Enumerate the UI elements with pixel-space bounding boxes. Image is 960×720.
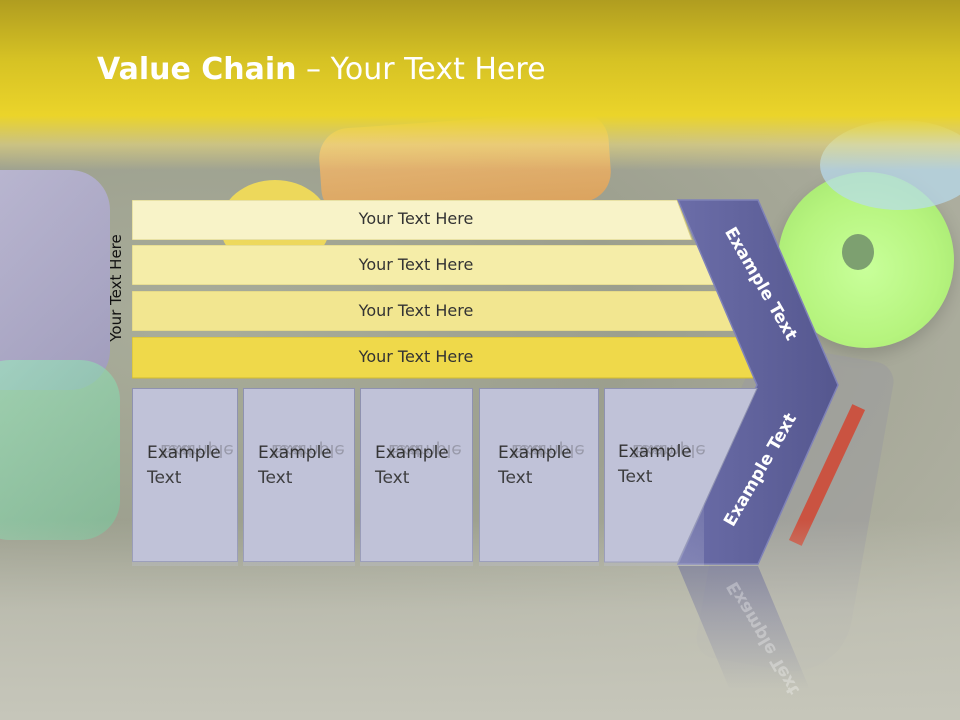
reflection-line-2: Text bbox=[271, 440, 306, 460]
box-line-1: Example bbox=[375, 443, 449, 463]
reflection-line-2: Text bbox=[160, 440, 195, 460]
box-line-2: Text bbox=[498, 468, 533, 488]
page-title-rest: – Your Text Here bbox=[296, 52, 546, 87]
chevron-shape bbox=[676, 199, 839, 565]
box-line-1: Example bbox=[498, 443, 572, 463]
box-line-2: Text bbox=[258, 468, 293, 488]
row-label: Your Text Here bbox=[358, 255, 474, 274]
reflection-line-2: Text bbox=[388, 440, 423, 460]
box-line-1: Example bbox=[258, 443, 332, 463]
box-line-2: Text bbox=[147, 468, 182, 488]
reflection-line-2: Text bbox=[632, 440, 667, 460]
chevron-reflection bbox=[678, 566, 810, 690]
button-hole-icon bbox=[842, 234, 874, 270]
page-title-bold: Value Chain bbox=[97, 52, 297, 87]
reflection-line-2: Text bbox=[511, 440, 546, 460]
background-thread-spool-purple bbox=[0, 170, 110, 390]
box-line-1: Example bbox=[147, 443, 221, 463]
row-label: Your Text Here bbox=[358, 347, 474, 366]
row-shape bbox=[132, 291, 739, 331]
background-thread-spool-green bbox=[0, 360, 120, 540]
row-shape bbox=[132, 200, 693, 240]
box-line-2: Text bbox=[375, 468, 410, 488]
row-label: Your Text Here bbox=[358, 209, 474, 228]
box-line-1: Example bbox=[618, 442, 692, 462]
box-line-2: Text bbox=[618, 467, 653, 487]
activity-box-last-shape bbox=[604, 388, 758, 563]
row-label: Your Text Here bbox=[358, 301, 474, 320]
header-band bbox=[0, 0, 960, 170]
page-title: Value Chain – Your Text Here bbox=[97, 52, 546, 87]
row-shape bbox=[132, 245, 716, 285]
